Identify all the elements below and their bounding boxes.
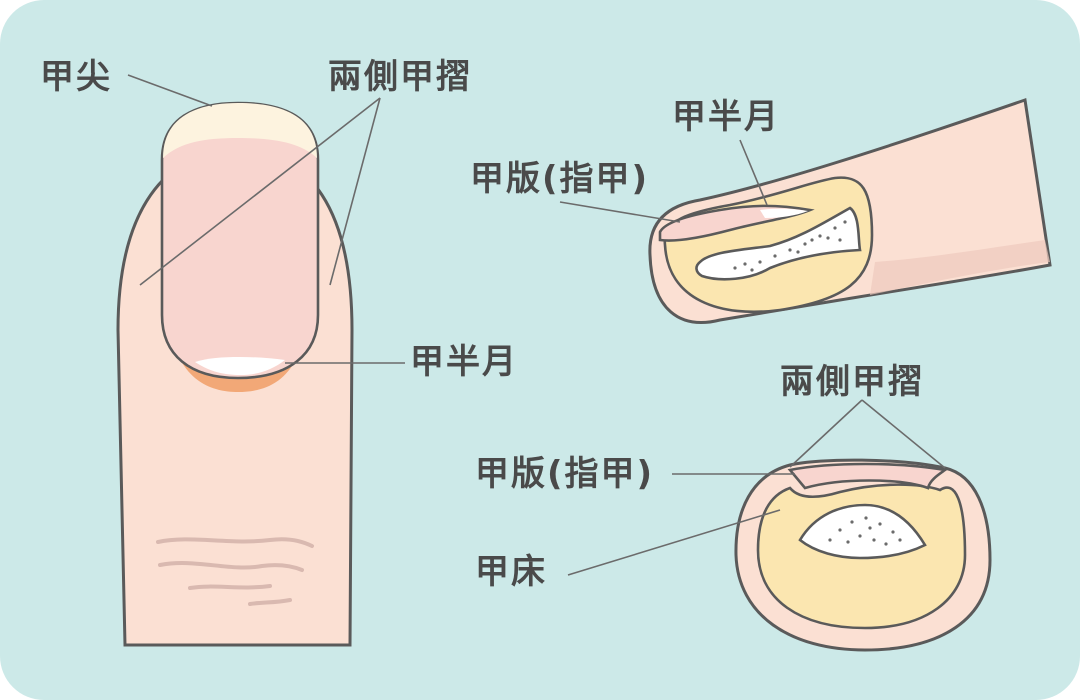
leader-lateral-fold-cross-left <box>789 399 863 468</box>
front-lunula-white <box>195 357 285 375</box>
front-skin-crease <box>156 537 314 548</box>
label-lateral-folds-top: 兩側甲摺 <box>328 57 472 97</box>
front-skin-crease <box>248 598 292 606</box>
cross-section-bone-speckles <box>828 516 902 546</box>
front-nail-tip <box>163 103 317 158</box>
label-nail-plate-cross: 甲版(指甲) <box>475 454 655 494</box>
front-finger-illustration <box>116 101 354 647</box>
side-finger-illustration <box>648 97 1052 324</box>
label-lunula-side: 甲半月 <box>672 97 780 137</box>
leader-lateral-fold-right <box>329 97 381 286</box>
leader-nail-bed <box>567 509 781 576</box>
side-finger-shade <box>870 240 1050 295</box>
label-nail-plate-side: 甲版(指甲) <box>470 159 650 199</box>
cross-section-illustration <box>734 458 992 652</box>
label-nail-tip: 甲尖 <box>40 57 112 97</box>
label-nail-bed: 甲床 <box>475 552 547 592</box>
side-bone-speckles <box>733 220 847 272</box>
leader-lunula-side <box>739 139 768 206</box>
leader-nail-tip <box>127 74 213 107</box>
label-lateral-folds-cross: 兩側甲摺 <box>780 362 924 402</box>
side-bone <box>695 206 862 281</box>
cross-section-bone <box>798 503 927 560</box>
label-lunula-front: 甲半月 <box>410 342 518 382</box>
front-skin-crease <box>158 561 304 572</box>
cross-section-nail-plate <box>787 462 949 490</box>
leader-nail-plate-side <box>559 201 681 223</box>
front-skin-crease <box>188 584 272 590</box>
side-lunula-white <box>760 208 808 218</box>
leader-lateral-fold-left <box>139 97 381 286</box>
leader-lateral-fold-cross-right <box>861 399 946 469</box>
